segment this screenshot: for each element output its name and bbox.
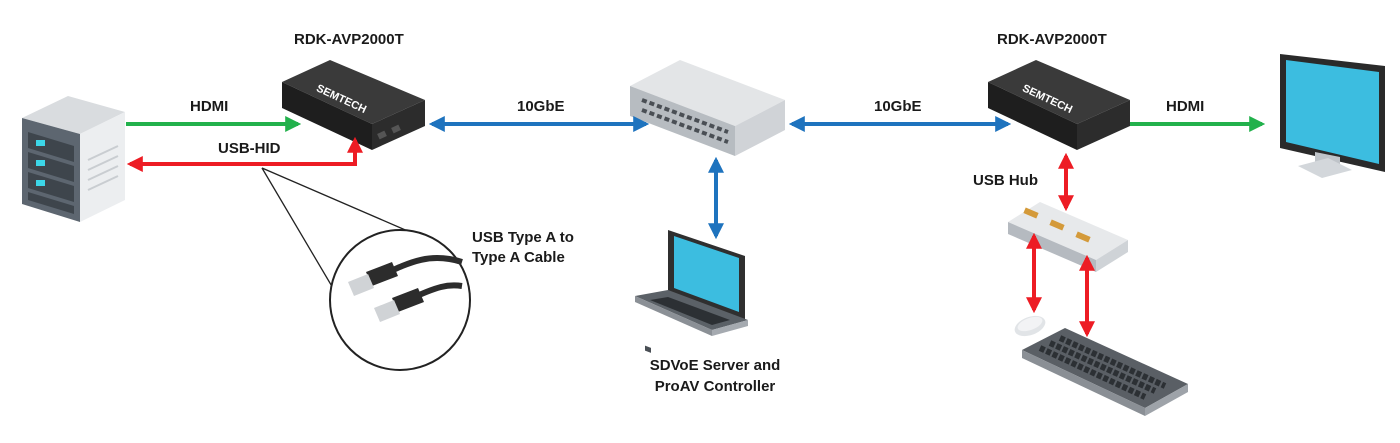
mouse-icon [1014,315,1046,337]
server-icon [22,96,125,222]
hdmi-label-right: HDMI [1166,98,1205,115]
usb-hid-arrow [126,136,363,172]
callout-label-line1: USB Type A to [472,229,574,246]
keyboard-icon [1022,328,1188,416]
ethernet-label-left: 10GbE [517,98,565,115]
network-switch-icon [630,60,785,353]
monitor-icon [1280,54,1385,178]
callout-label-line2: Type A Cable [472,249,565,266]
laptop-label-line1: SDVoE Server and [649,357,781,374]
usb-hub-icon [1008,202,1128,272]
usb-cable-callout [261,167,471,371]
ethernet-label-right: 10GbE [874,98,922,115]
right-encoder-label: RDK-AVP2000T [997,31,1107,48]
usb-hub-label: USB Hub [973,172,1038,189]
laptop-label-line2: ProAV Controller [654,378,776,395]
laptop-icon [635,230,748,336]
left-encoder-label: RDK-AVP2000T [294,31,404,48]
right-encoder-device: SEMTECH [988,60,1130,150]
hdmi-label-left: HDMI [190,98,229,115]
left-encoder-device: SEMTECH [282,60,425,150]
usb-hid-label: USB-HID [218,140,281,157]
